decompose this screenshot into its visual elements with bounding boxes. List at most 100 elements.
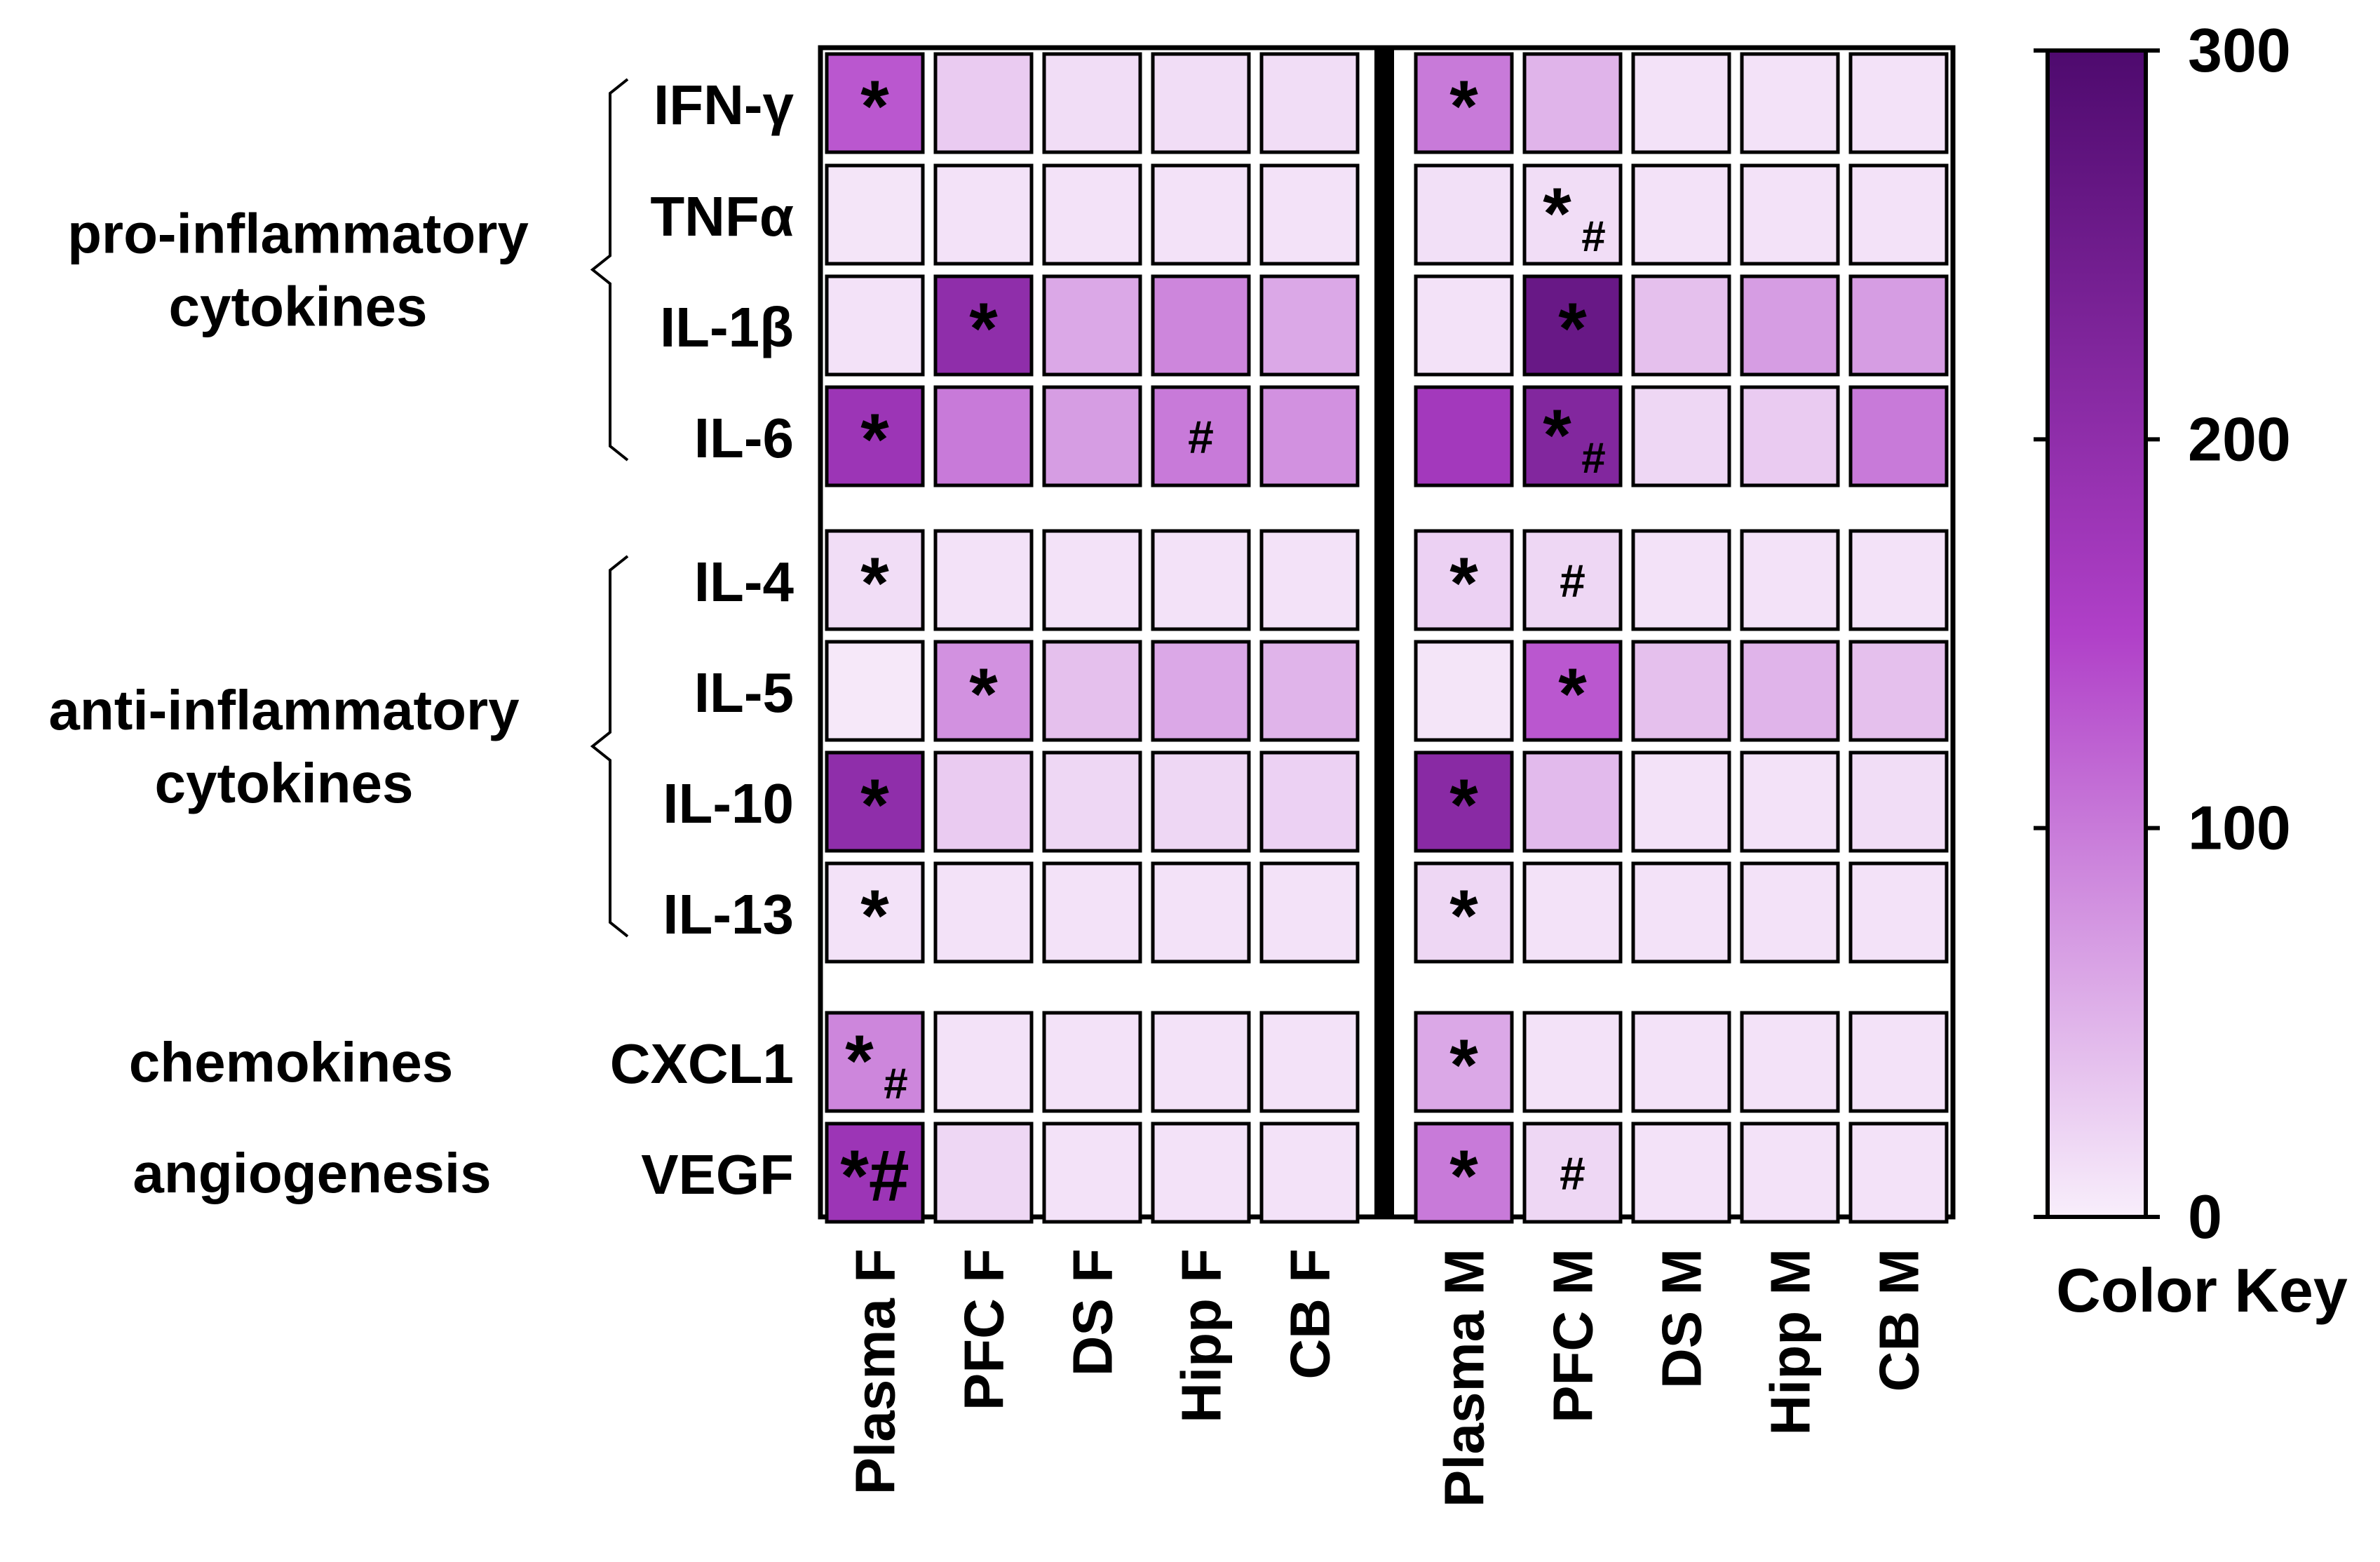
heatmap-cell — [1259, 861, 1360, 964]
cell-annotation: * — [1543, 173, 1571, 255]
heatmap-cell — [1259, 52, 1360, 154]
heatmap-cell — [1740, 385, 1840, 487]
row-label: IL-1β — [660, 296, 794, 358]
cell-annotation: * — [1558, 654, 1587, 735]
heatmap-cell — [1631, 861, 1731, 964]
column-label: Hipp F — [1170, 1248, 1233, 1423]
heatmap-cell — [1414, 52, 1514, 154]
heatmap-cell — [1740, 163, 1840, 266]
row-label: IL-5 — [694, 661, 794, 724]
cell-annotation: * — [860, 875, 889, 957]
row-label: IFN-γ — [654, 74, 795, 136]
cell-annotation: * — [969, 654, 998, 735]
group-label: pro-inflammatory — [67, 203, 529, 265]
cell-annotation-sub: # — [884, 1060, 907, 1108]
group-bracket — [590, 555, 629, 938]
colorbar-tick-label: 300 — [2188, 15, 2291, 85]
heatmap-cell — [825, 750, 925, 853]
heatmap-cell — [1151, 529, 1251, 631]
column-label: Plasma M — [1433, 1248, 1496, 1507]
group-label: angiogenesis — [133, 1142, 491, 1204]
heatmap-cell — [1259, 274, 1360, 377]
heatmap-cell — [1740, 274, 1840, 377]
cell-annotation: * — [860, 66, 889, 147]
colorbar-tick-label: 200 — [2188, 404, 2291, 473]
heatmap-cell — [1848, 861, 1949, 964]
heatmap-cell — [1740, 529, 1840, 631]
heatmap-cell — [933, 1011, 1034, 1113]
column-label: Hipp M — [1759, 1248, 1822, 1436]
heatmap-cell — [1631, 52, 1731, 154]
heatmap-cell — [1151, 52, 1251, 154]
cell-annotation: * — [860, 399, 889, 480]
heatmap-cell — [1522, 529, 1623, 631]
cell-annotation: * — [969, 288, 998, 370]
heatmap-cell — [933, 52, 1034, 154]
colorbar-tick-label: 100 — [2188, 793, 2291, 863]
cell-annotation: * — [845, 1021, 874, 1102]
heatmap-cell — [1042, 52, 1142, 154]
heatmap-cell — [1740, 640, 1840, 742]
heatmap-cell — [1740, 52, 1840, 154]
heatmap-cell — [1631, 640, 1731, 742]
sex-divider — [1374, 48, 1394, 1217]
group-label: anti-inflammatory — [48, 679, 520, 741]
heatmap-cell — [825, 274, 925, 377]
heatmap-cell — [1042, 163, 1142, 266]
heatmap-cell — [825, 1122, 925, 1224]
heatmap-cell — [1259, 640, 1360, 742]
heatmap-cell — [1631, 750, 1731, 853]
cell-annotation: * — [1449, 66, 1478, 147]
heatmap-cell — [1151, 274, 1251, 377]
heatmap-cell — [1414, 1122, 1514, 1224]
heatmap-cell — [825, 385, 925, 487]
column-label: CB M — [1868, 1248, 1931, 1392]
heatmap-cell — [1151, 1011, 1251, 1113]
heatmap-cell — [1414, 861, 1514, 964]
heatmap-cell — [933, 640, 1034, 742]
heatmap-cell — [1151, 750, 1251, 853]
cell-annotation: # — [1560, 1147, 1585, 1199]
heatmap-cell — [1414, 640, 1514, 742]
heatmap-cell — [1848, 385, 1949, 487]
heatmap-cell — [933, 1122, 1034, 1224]
heatmap-cell — [1042, 529, 1142, 631]
heatmap-cell — [1042, 1011, 1142, 1113]
row-label: IL-13 — [663, 883, 794, 945]
heatmap-cell — [1522, 750, 1623, 853]
heatmap-cell — [1522, 274, 1623, 377]
column-label: Plasma F — [844, 1248, 907, 1495]
heatmap-cell — [1848, 750, 1949, 853]
colorbar-tick-label: 0 — [2188, 1182, 2222, 1251]
group-label: cytokines — [154, 752, 413, 814]
heatmap-cell — [1740, 750, 1840, 853]
heatmap-cell — [1414, 750, 1514, 853]
column-label: DS F — [1062, 1248, 1124, 1376]
heatmap-cell — [1151, 861, 1251, 964]
cell-annotation: * — [1558, 288, 1587, 370]
column-label: DS M — [1651, 1248, 1713, 1389]
heatmap-cell — [1151, 640, 1251, 742]
heatmap-cell — [825, 52, 925, 154]
heatmap-cell — [1414, 385, 1514, 487]
heatmap-cell — [1151, 385, 1251, 487]
group-bracket — [590, 78, 629, 462]
cell-annotation: * — [860, 543, 889, 624]
heatmap-cell — [1259, 529, 1360, 631]
heatmap-cell — [1414, 529, 1514, 631]
heatmap-cell — [1414, 1011, 1514, 1113]
heatmap-cell — [825, 861, 925, 964]
heatmap-cell — [1042, 861, 1142, 964]
heatmap-cell — [1522, 163, 1623, 266]
column-label: PFC M — [1542, 1248, 1604, 1423]
row-label: IL-10 — [663, 772, 794, 835]
row-label: CXCL1 — [610, 1032, 794, 1095]
heatmap-cell — [1042, 385, 1142, 487]
cell-annotation: # — [1560, 555, 1585, 607]
row-label: IL-4 — [694, 551, 795, 613]
heatmap-cell — [1848, 274, 1949, 377]
colorbar — [2046, 48, 2148, 1219]
heatmap-cell — [1414, 163, 1514, 266]
heatmap-cell — [1042, 274, 1142, 377]
